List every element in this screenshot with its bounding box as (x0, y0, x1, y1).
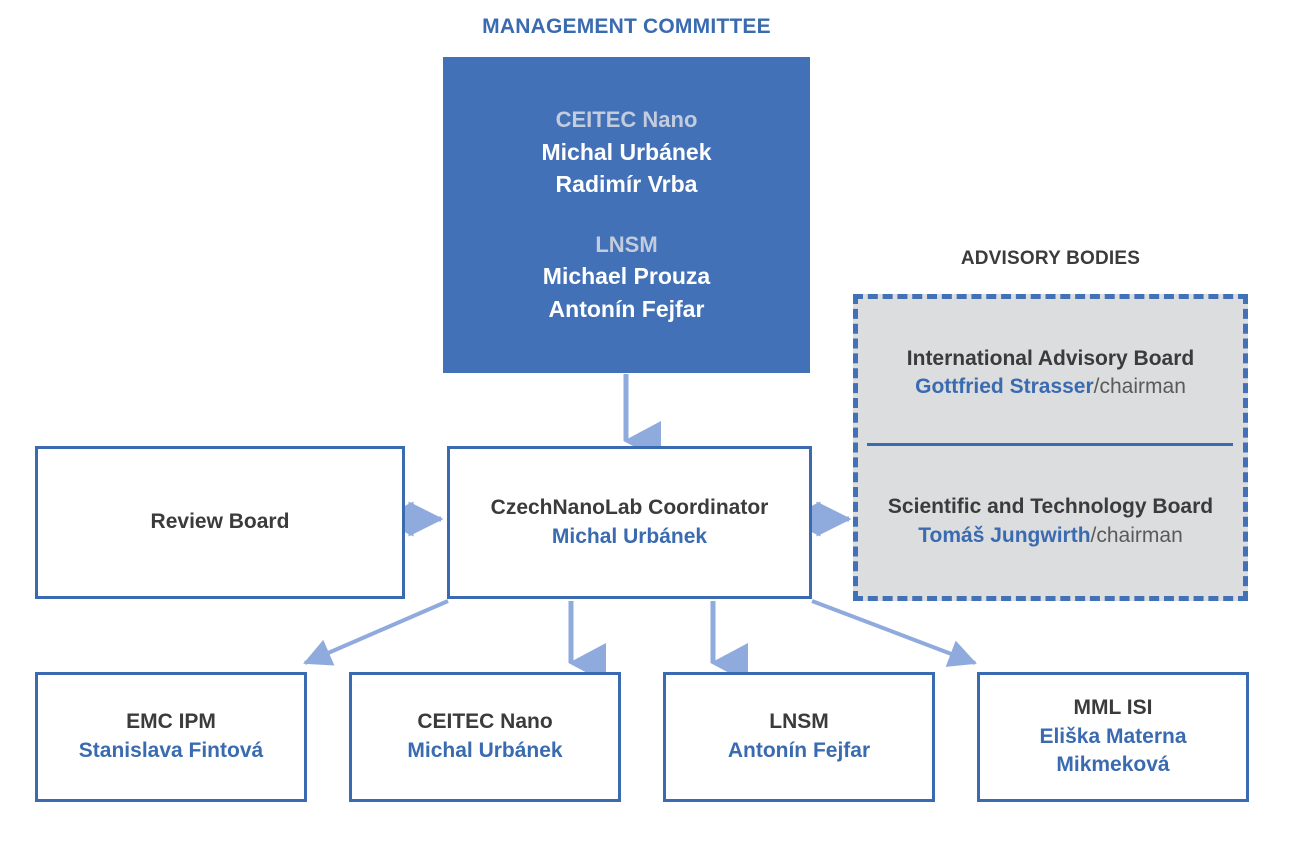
advisory-board-international: International Advisory Board Gottfried S… (858, 299, 1243, 448)
unit-person: Antonín Fejfar (727, 739, 871, 762)
management-committee-heading: MANAGEMENT COMMITTEE (482, 15, 771, 38)
mc-unit-name: CEITEC Nano (555, 107, 698, 133)
board-chair: Gottfried Strasser/chairman (915, 373, 1186, 401)
arrow-coordinator-to-emc (303, 599, 449, 666)
mc-member: Antonín Fejfar (548, 295, 705, 322)
chair-role: /chairman (1090, 523, 1183, 547)
unit-person: Stanislava Fintová (78, 739, 264, 762)
unit-box-mml-isi: MML ISI Eliška Materna Mikmeková (977, 672, 1249, 802)
unit-name: CEITEC Nano (417, 710, 553, 734)
mc-member: Michael Prouza (542, 263, 711, 290)
coordinator-box: CzechNanoLab Coordinator Michal Urbánek (447, 446, 812, 599)
board-chair: Tomáš Jungwirth/chairman (918, 522, 1183, 550)
review-board-box: Review Board (35, 446, 405, 599)
chair-role: /chairman (1093, 375, 1186, 399)
review-board-label: Review Board (150, 510, 290, 534)
advisory-bodies-panel: International Advisory Board Gottfried S… (853, 294, 1248, 601)
mc-unit-name: LNSM (595, 232, 658, 257)
unit-name: LNSM (769, 710, 829, 734)
chair-name: Tomáš Jungwirth (918, 523, 1091, 547)
unit-box-ceitec-nano: CEITEC Nano Michal Urbánek (349, 672, 621, 802)
coordinator-person: Michal Urbánek (551, 524, 708, 548)
coordinator-title: CzechNanoLab Coordinator (490, 495, 769, 519)
unit-name: EMC IPM (126, 710, 216, 734)
unit-person: Michal Urbánek (407, 739, 563, 762)
advisory-boards-divider (867, 443, 1233, 446)
arrow-coordinator-to-mml (811, 599, 977, 667)
unit-person: Eliška Materna (1039, 724, 1187, 748)
mc-group-ceitec: CEITEC Nano Michal Urbánek Radimír Vrba (542, 104, 712, 201)
unit-box-emc-ipm: EMC IPM Stanislava Fintová (35, 672, 307, 802)
mc-group-lnsm: LNSM Michael Prouza Antonín Fejfar (543, 229, 710, 326)
advisory-board-scientific-technology: Scientific and Technology Board Tomáš Ju… (858, 448, 1243, 597)
mc-member: Radimír Vrba (555, 171, 698, 198)
mc-member: Michal Urbánek (541, 138, 712, 165)
advisory-bodies-heading: ADVISORY BODIES (960, 248, 1141, 269)
unit-person-continued: Mikmeková (1056, 753, 1170, 777)
board-name: Scientific and Technology Board (887, 495, 1214, 519)
unit-box-lnsm: LNSM Antonín Fejfar (663, 672, 935, 802)
board-name: International Advisory Board (906, 346, 1195, 370)
chair-name: Gottfried Strasser (915, 375, 1094, 399)
unit-name: MML ISI (1073, 695, 1153, 719)
management-committee-panel: CEITEC Nano Michal Urbánek Radimír Vrba … (443, 57, 810, 373)
